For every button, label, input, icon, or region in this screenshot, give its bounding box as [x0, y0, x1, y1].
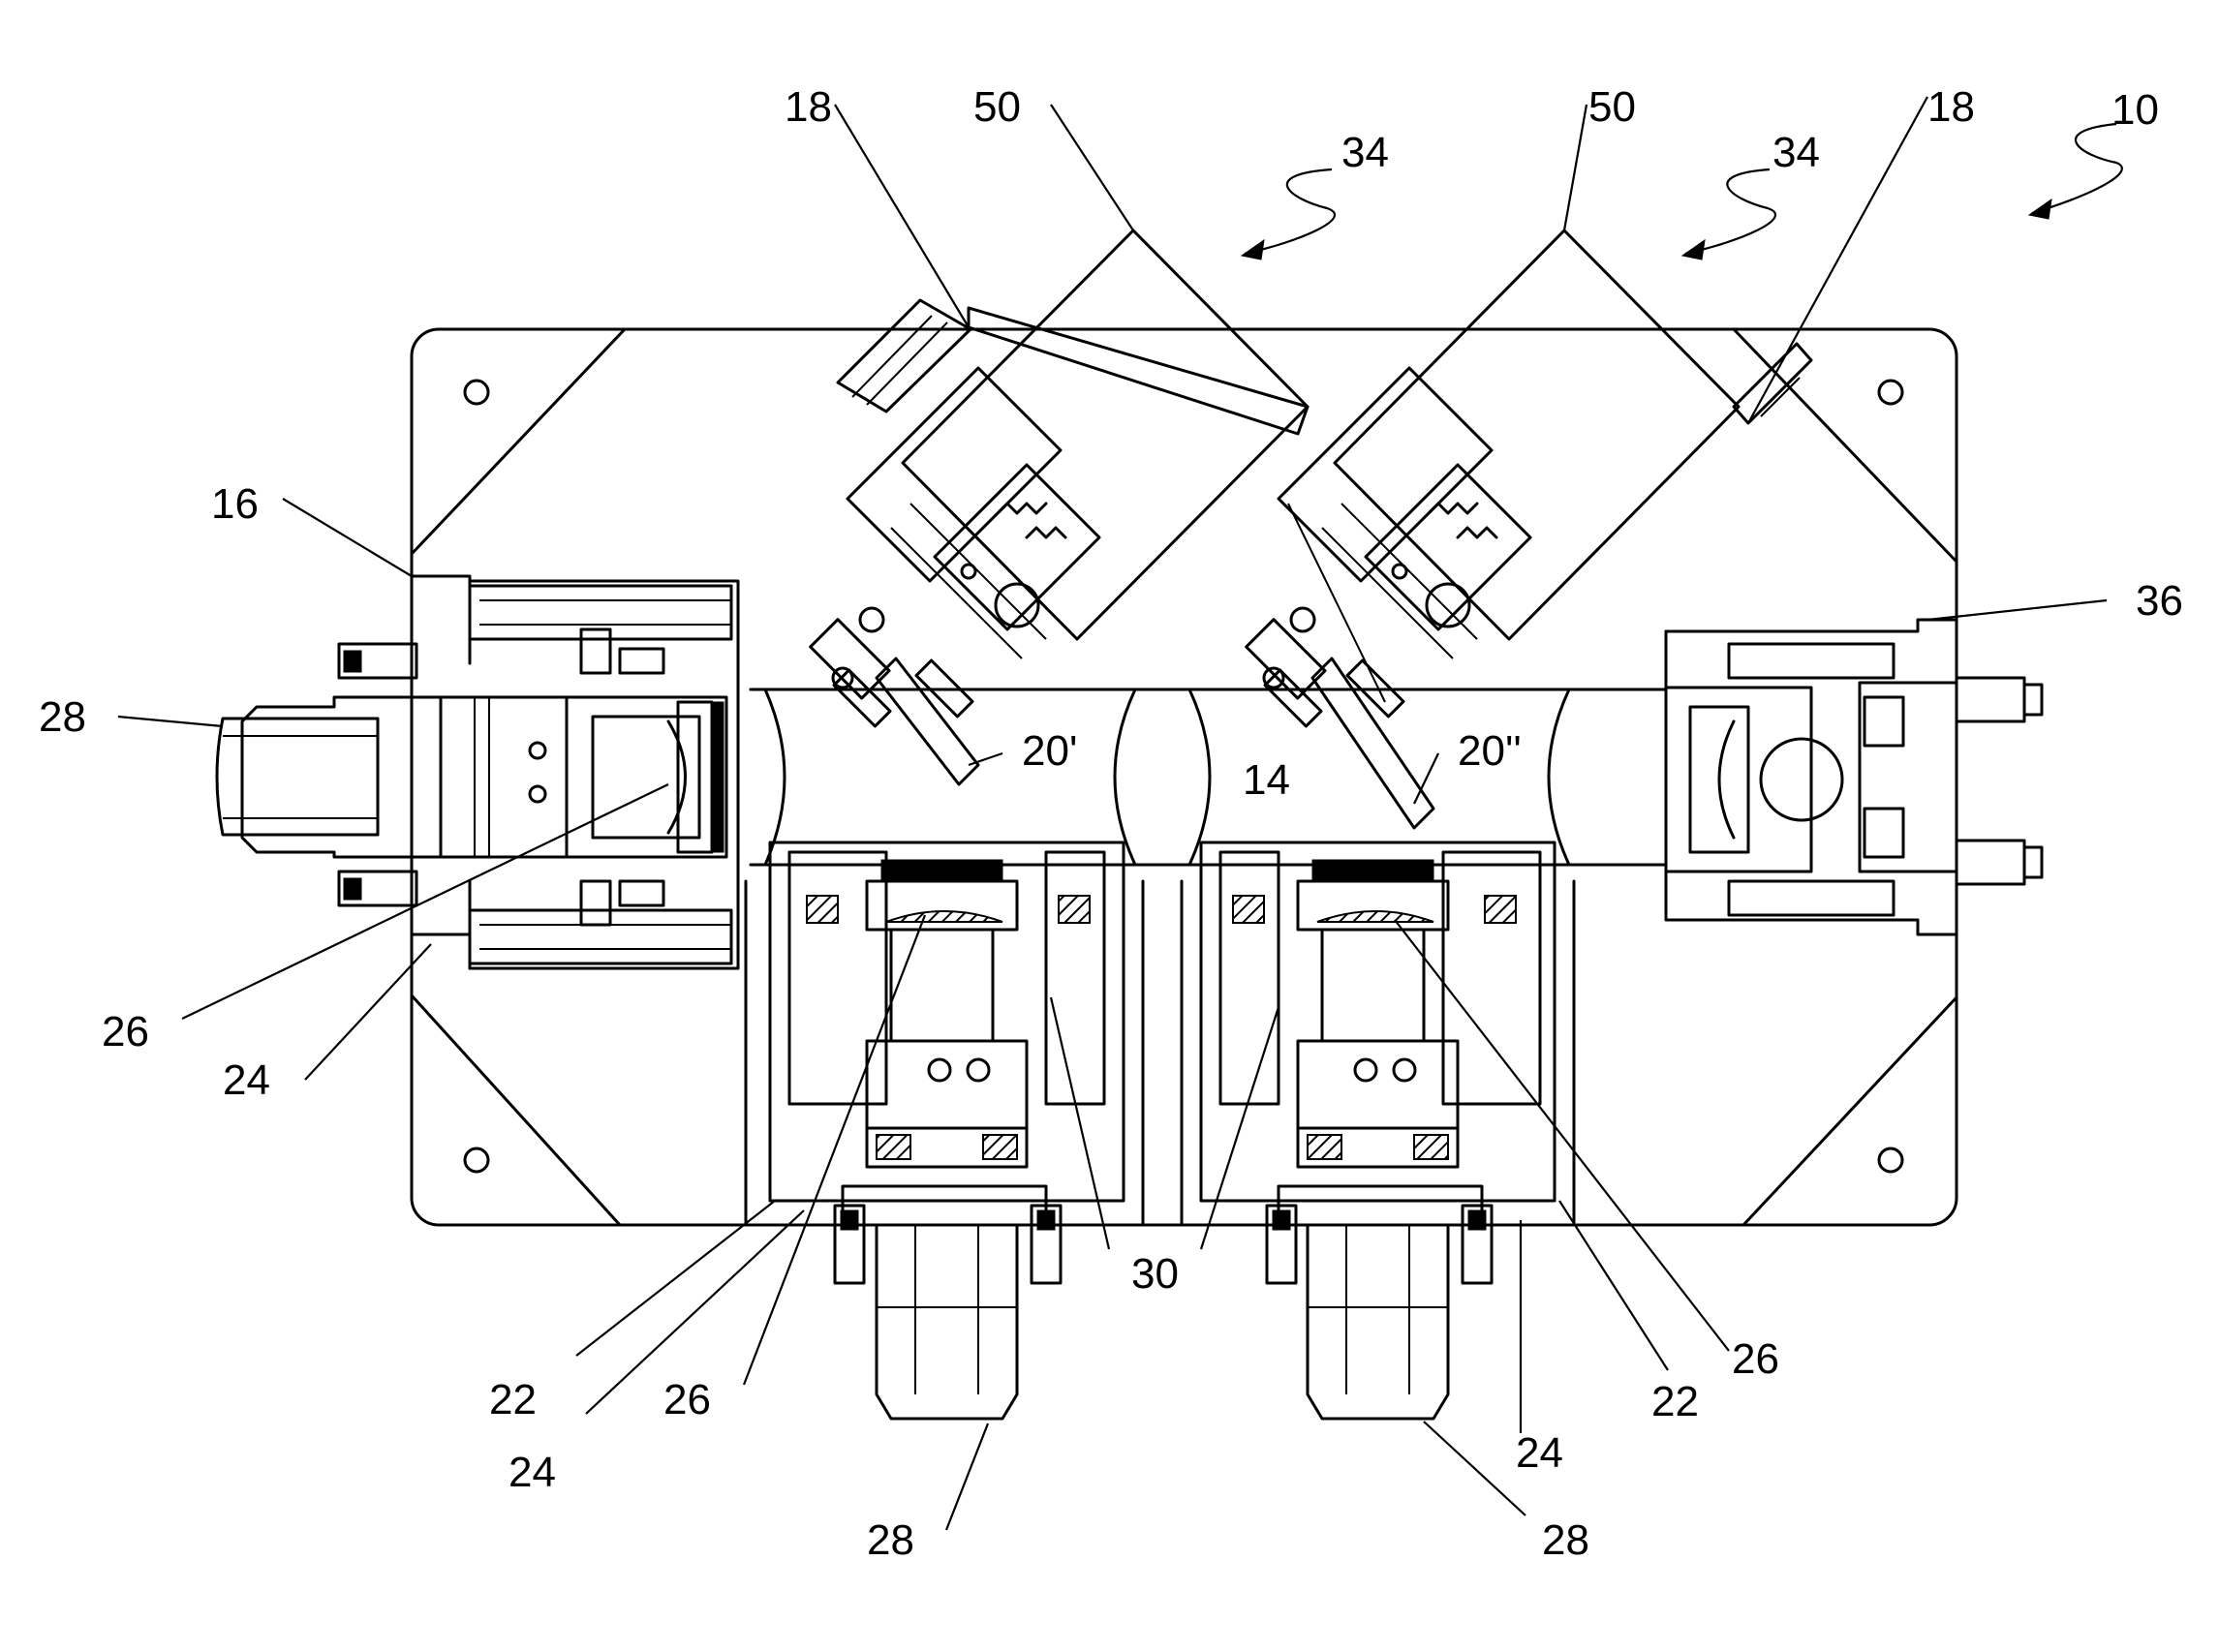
label-30: 30 [1131, 1250, 1179, 1298]
label-34-left: 34 [1341, 129, 1389, 176]
optical-tube-14 [749, 688, 1668, 867]
angled-module-right [1245, 229, 1813, 830]
label-16: 16 [211, 480, 259, 528]
label-50-right: 50 [1588, 83, 1636, 131]
label-10: 10 [2111, 86, 2159, 134]
label-18-left: 18 [785, 83, 832, 131]
leader-lines [117, 96, 2123, 1531]
label-26-mid: 26 [663, 1376, 711, 1423]
lower-port-left [744, 841, 1145, 1421]
label-26-right: 26 [1732, 1335, 1779, 1383]
angled-module-left [809, 229, 1310, 786]
label-28-bottom-right: 28 [1542, 1516, 1589, 1564]
left-port-assembly [215, 574, 740, 970]
label-28-bottom-left: 28 [867, 1516, 914, 1564]
lower-port-right [1180, 841, 1576, 1421]
label-36: 36 [2136, 577, 2183, 625]
label-34-right: 34 [1772, 129, 1820, 176]
label-22-left: 22 [489, 1376, 537, 1423]
label-28-left: 28 [39, 693, 86, 741]
label-22-right: 22 [1651, 1378, 1699, 1425]
label-24-right: 24 [1516, 1429, 1563, 1477]
label-14: 14 [1243, 756, 1290, 804]
label-20-double-prime: 20'' [1458, 727, 1522, 775]
mounting-hole-bl [463, 1147, 490, 1174]
right-port-assembly [1664, 618, 2044, 936]
label-20-prime: 20' [1022, 727, 1077, 775]
mounting-hole-br [1877, 1147, 1904, 1174]
mounting-hole-tr [1877, 379, 1904, 406]
label-26-left: 26 [102, 1008, 149, 1055]
label-24-left: 24 [223, 1056, 270, 1104]
base-plate [410, 327, 1958, 1227]
label-18-right: 18 [1927, 83, 1975, 131]
label-50-left: 50 [973, 83, 1021, 131]
mounting-hole-tl [463, 379, 490, 406]
reference-labels: 10 18 50 34 50 34 18 16 28 36 14 20' 20'… [39, 83, 2183, 1564]
label-24-mid: 24 [509, 1449, 556, 1496]
